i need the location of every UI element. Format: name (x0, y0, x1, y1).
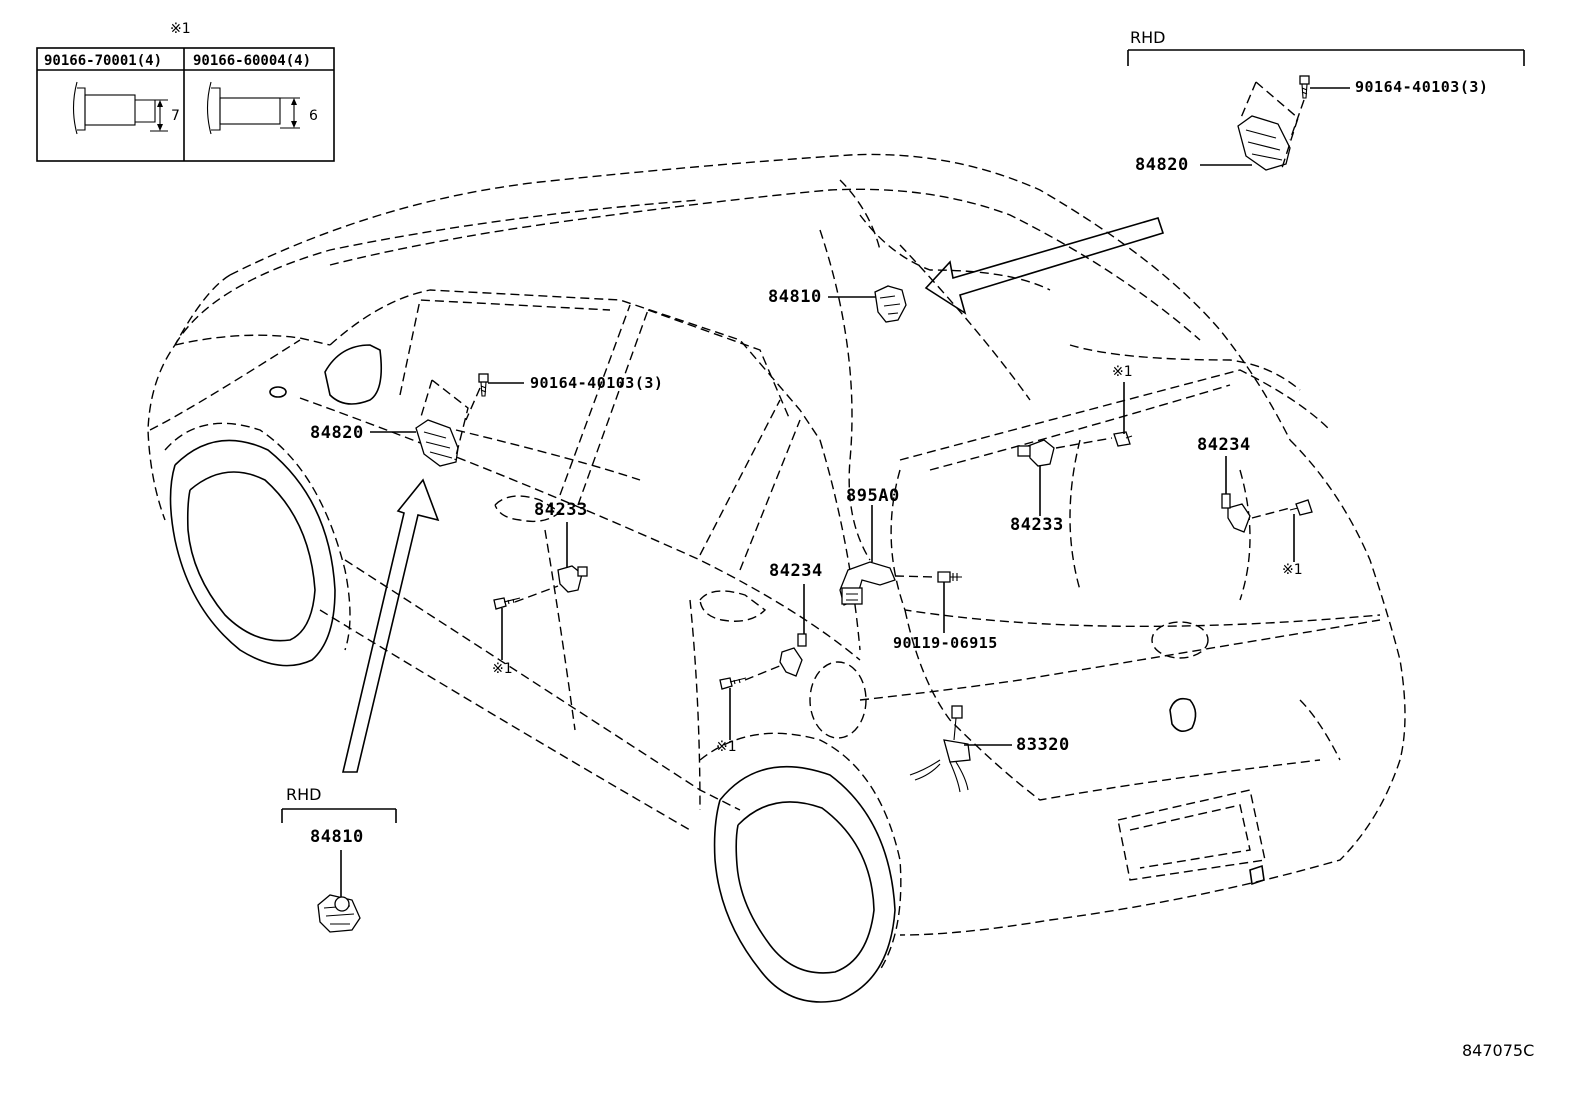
note-mark-b: ※1 (716, 739, 737, 755)
part-84810-switch (874, 285, 907, 323)
screw-icon-front (478, 373, 489, 397)
part-84234-side (779, 633, 807, 677)
callout-84234-rear: 84234 (1197, 435, 1251, 455)
fastener-table (36, 47, 335, 162)
callout-895A0: 895A0 (846, 486, 900, 506)
table-dim-1: 7 (171, 108, 180, 124)
rhd-label-bottom: RHD (286, 785, 322, 804)
table-note-mark: ※1 (170, 21, 191, 37)
callout-84820: 84820 (310, 423, 364, 443)
part-895A0-sensor (839, 561, 896, 606)
callout-83320: 83320 (1016, 735, 1070, 755)
screw-icon-84234-rear (1289, 499, 1313, 516)
rhd-84810-label: 84810 (310, 827, 364, 847)
car-body-outline (147, 153, 1406, 1003)
screw-icon-84233-rear (1113, 431, 1133, 447)
screw-icon-84233-front (493, 597, 521, 610)
part-84810-switch-rhd (317, 894, 361, 933)
note-mark-c: ※1 (1112, 364, 1133, 380)
part-84820-switch-rhd (1237, 81, 1305, 171)
pointer-arrow-rear (924, 217, 1165, 315)
table-part-1: 90166-70001(4) (44, 53, 163, 69)
callout-84233-front: 84233 (534, 500, 588, 520)
callout-84233-rear: 84233 (1010, 515, 1064, 535)
rhd-84820-label: 84820 (1135, 155, 1189, 175)
callout-90119: 90119-06915 (893, 634, 998, 652)
part-84234-rear (1221, 493, 1251, 533)
figure-id: 847075C (1462, 1041, 1535, 1060)
note-mark-d: ※1 (1282, 562, 1303, 578)
stud-bolt-short-icon (206, 81, 300, 135)
note-mark-a: ※1 (492, 661, 513, 677)
callout-84234-side: 84234 (769, 561, 823, 581)
part-83320-sensor (909, 705, 971, 793)
part-84820-switch-front (415, 379, 481, 467)
callout-84810: 84810 (768, 287, 822, 307)
stud-bolt-long-icon (72, 81, 168, 135)
bolt-icon-90119 (937, 571, 962, 583)
table-dim-2: 6 (309, 108, 318, 124)
table-part-2: 90166-60004(4) (193, 53, 312, 69)
rhd-bracket-top (1127, 49, 1525, 66)
screw-icon-84234-side (719, 677, 747, 690)
callout-screw-front: 90164-40103(3) (530, 374, 664, 392)
rhd-screw-label: 90164-40103(3) (1355, 78, 1489, 96)
rhd-label-top: RHD (1130, 28, 1166, 47)
part-84233-front (557, 565, 588, 593)
screw-icon-rhd (1299, 75, 1310, 99)
pointer-arrow-front (341, 478, 440, 773)
rhd-bracket-bottom (281, 808, 397, 823)
part-84233-rear (1017, 439, 1055, 467)
